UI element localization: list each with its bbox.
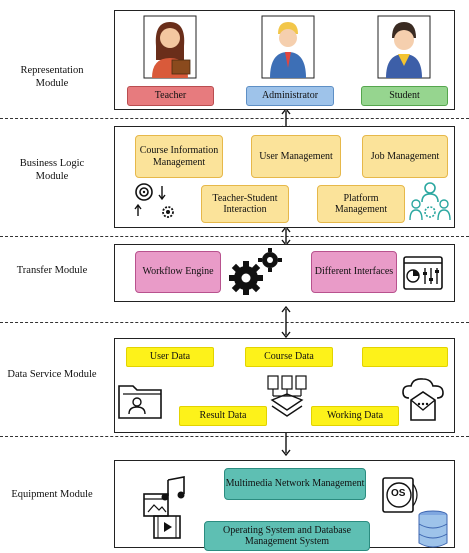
result-data-box: Result Data <box>179 406 267 426</box>
dashboard-icon <box>403 256 443 290</box>
different-interfaces-box: Different Interfaces <box>311 251 397 293</box>
separator-4 <box>0 436 469 437</box>
teacher-student-interaction-box: Teacher-Student Interaction <box>201 185 289 223</box>
database-documents-icon <box>267 375 307 417</box>
business-logic-module-label: Business Logic Module <box>19 158 85 182</box>
double-arrow-2-icon <box>281 225 291 247</box>
folder-user-icon <box>118 385 162 419</box>
os-icon-label: OS <box>391 488 406 499</box>
cloud-mail-icon <box>402 378 444 421</box>
separator-1 <box>0 118 469 119</box>
user-management-box: User Management <box>251 135 341 178</box>
student-icon <box>377 15 431 79</box>
platform-management-box: Platform Management <box>317 185 405 223</box>
workflow-engine-box: Workflow Engine <box>135 251 221 293</box>
working-data-box: Working Data <box>311 406 399 426</box>
representation-module-label: Representation Module <box>20 65 84 89</box>
equipment-module-label: Equipment Module <box>11 489 93 500</box>
team-network-icon <box>409 182 451 221</box>
teacher-label: Teacher <box>127 86 214 106</box>
multimedia-network-management-box: Multimedia Network Management <box>224 468 366 500</box>
student-label: Student <box>361 86 448 106</box>
separator-3 <box>0 322 469 323</box>
transfer-module-label: Transfer Module <box>16 265 88 276</box>
os-disc-icon <box>382 477 418 513</box>
double-arrow-3-icon <box>281 305 291 339</box>
os-database-management-box: Operating System and Database Management… <box>204 521 370 551</box>
data-service-module-label: Data Service Module <box>7 369 97 380</box>
empty-data-box <box>362 347 448 367</box>
administrator-label: Administrator <box>246 86 334 106</box>
teacher-icon <box>143 15 197 79</box>
database-icon <box>418 510 448 548</box>
administrator-icon <box>261 15 315 79</box>
course-information-management-box: Course Information Management <box>135 135 223 178</box>
target-process-icon <box>134 183 174 218</box>
gears-icon <box>229 248 282 295</box>
course-data-box: Course Data <box>245 347 333 367</box>
user-data-box: User Data <box>126 347 214 367</box>
separator-2 <box>0 236 469 237</box>
job-management-box: Job Management <box>362 135 448 178</box>
multimedia-icon <box>143 476 185 539</box>
